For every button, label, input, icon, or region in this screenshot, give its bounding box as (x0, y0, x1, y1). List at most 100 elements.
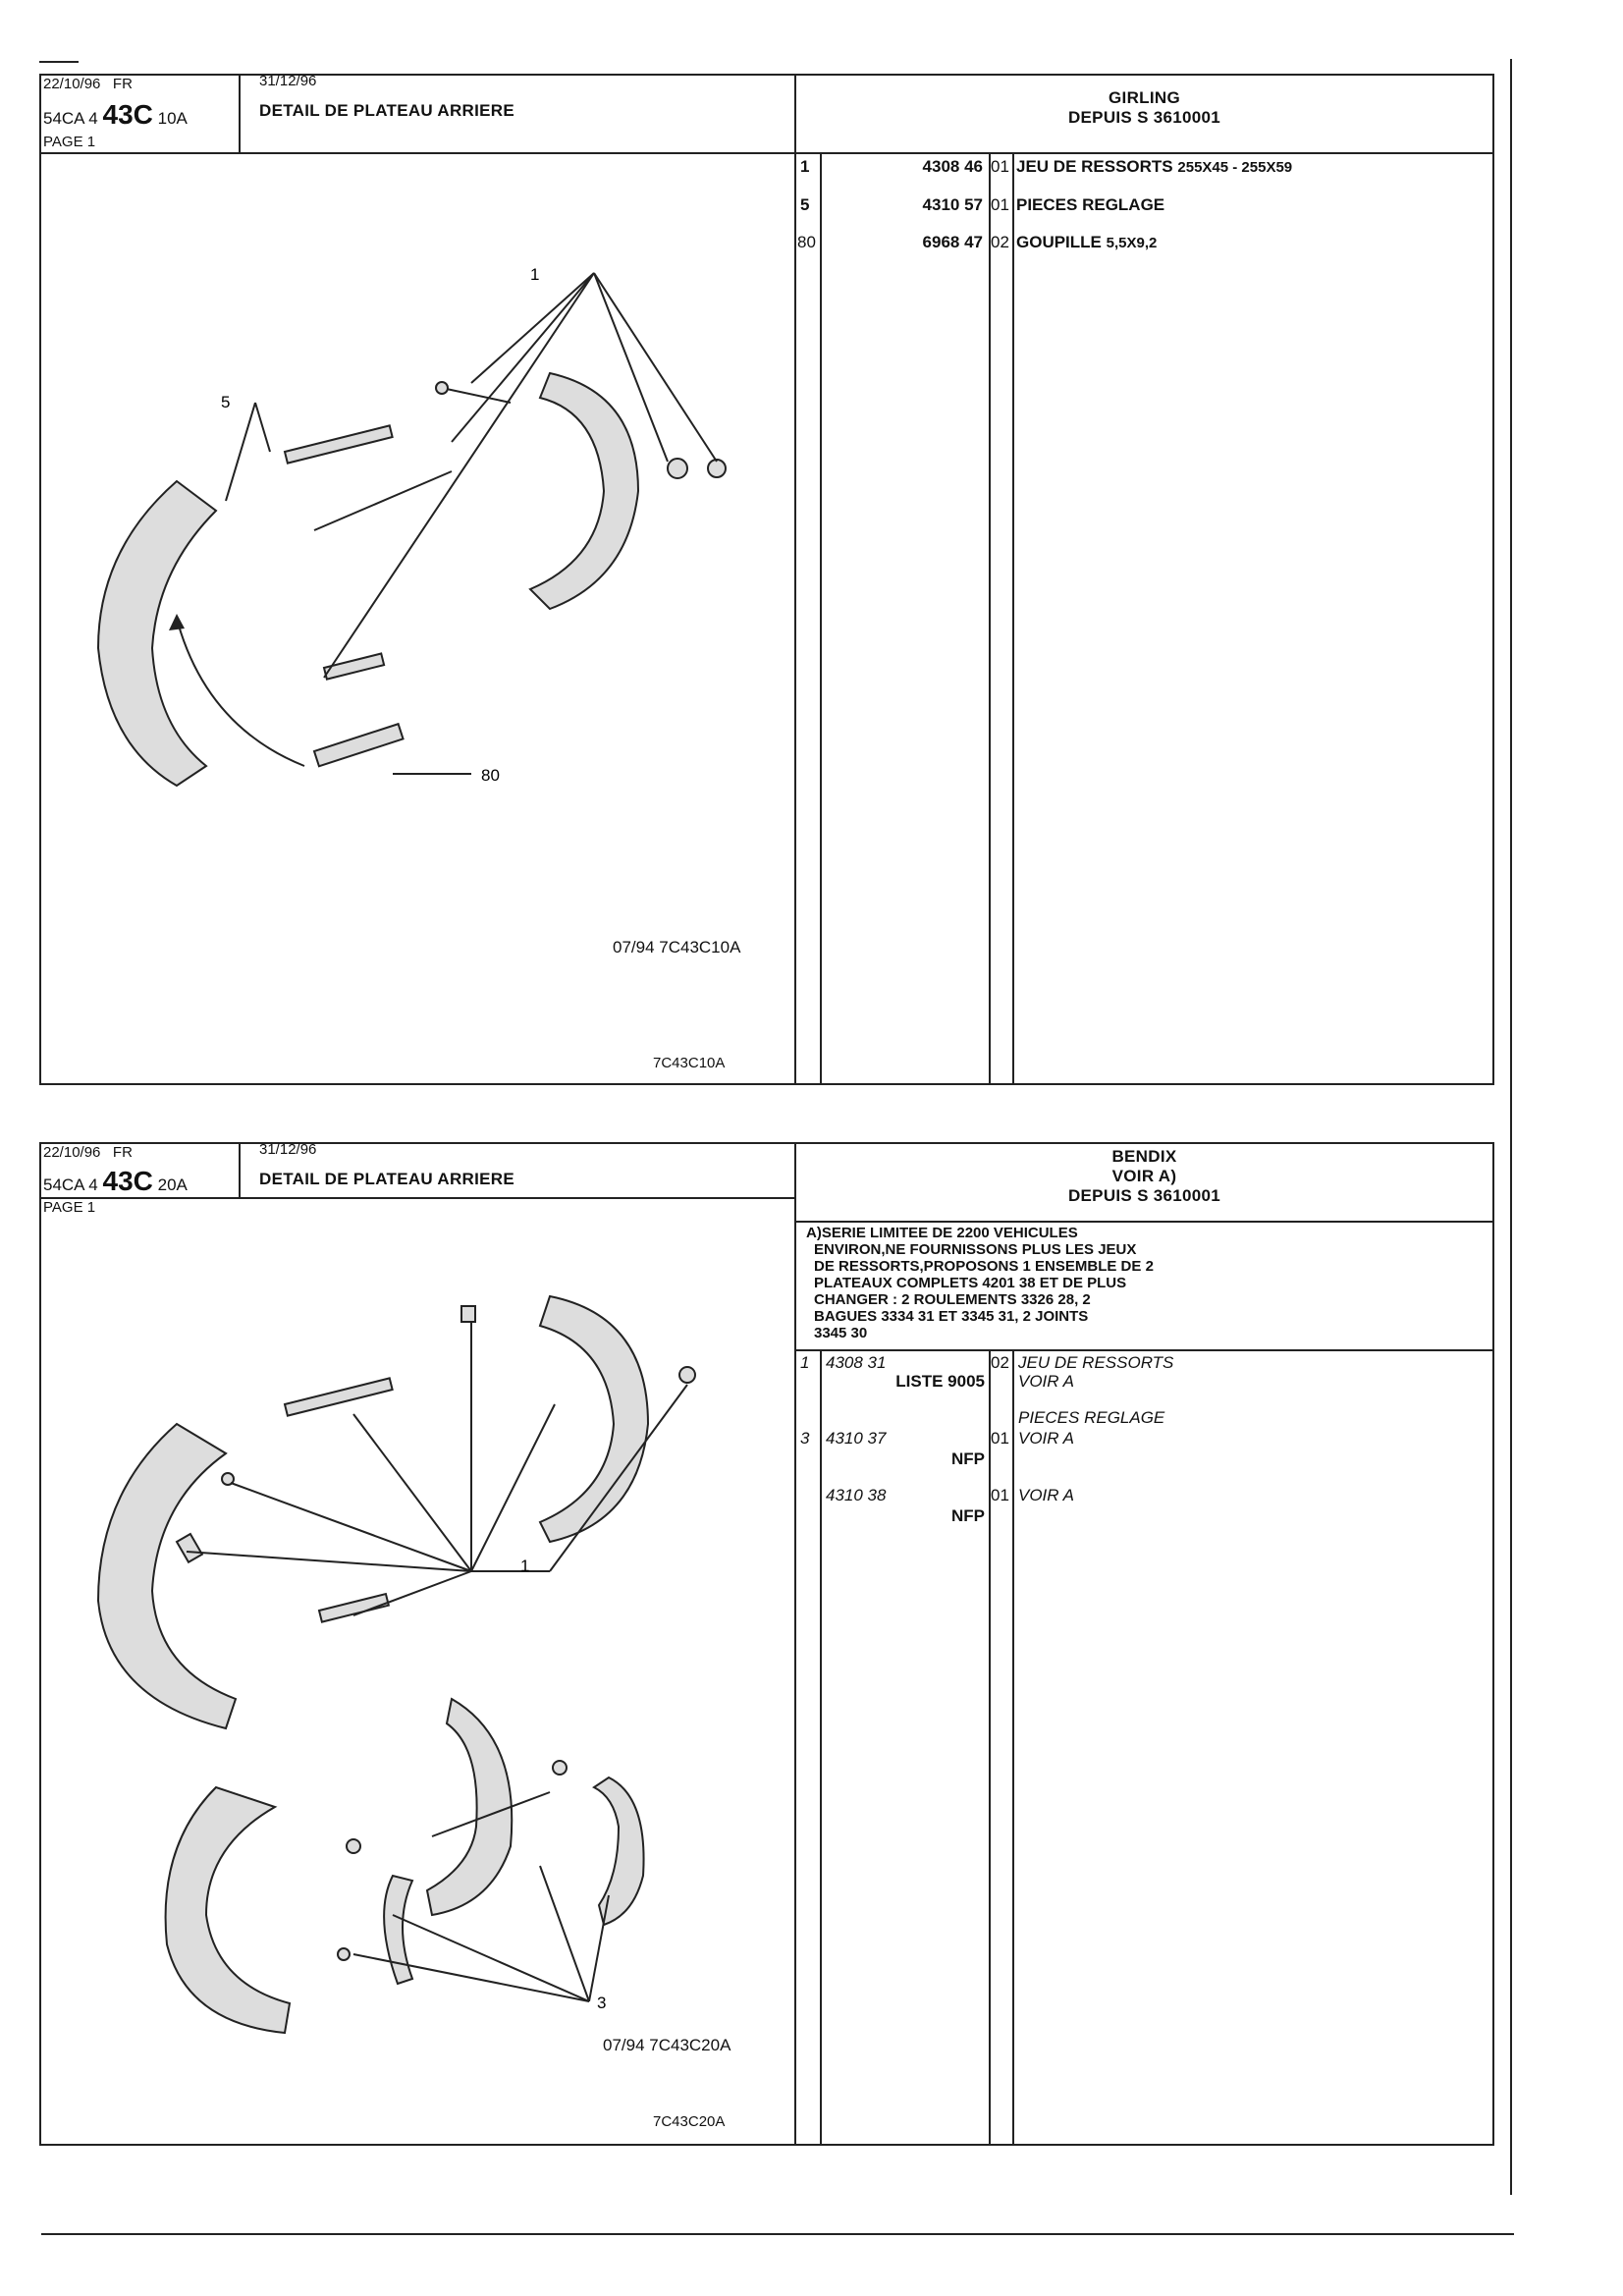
col-item-ref (820, 1349, 822, 2146)
part-ref: 4310 38 (826, 1486, 887, 1504)
lang: FR (112, 76, 133, 92)
header-divider (39, 152, 795, 154)
ref-prefix: 54CA 4 (43, 109, 98, 128)
quantity: 01 (991, 195, 1009, 214)
nfp-flag: NFP (951, 1506, 985, 1525)
item-number: 1 (800, 157, 810, 176)
brake-shoe-lower-left (164, 1785, 292, 2035)
header-date: 22/10/96 FR (43, 1144, 133, 1161)
panel-frame (39, 1142, 1494, 2146)
note-a: A)SERIE LIMITEE DE 2200 VEHICULES ENVIRO… (806, 1225, 1154, 1341)
brand-name: BENDIX (1111, 1147, 1177, 1166)
revision-date: 31/12/96 (259, 73, 317, 89)
quantity: 01 (991, 1486, 1009, 1504)
adjuster-lever (431, 1791, 551, 1837)
header-ref: 54CA 4 43C 20A (43, 1166, 188, 1197)
spring-lower (322, 652, 386, 681)
header-ref: 54CA 4 43C 10A (43, 99, 188, 131)
notes-divider (794, 1349, 1494, 1351)
leader-lines (225, 272, 718, 775)
ref-prefix: 54CA 4 (43, 1175, 98, 1194)
part-list-ref: LISTE 9005 (895, 1372, 985, 1391)
callout-1: 1 (530, 265, 539, 284)
ref-main: 43C (102, 99, 153, 130)
panel-frame (39, 74, 1494, 1085)
header-date: 22/10/96 FR (43, 76, 133, 92)
col-ref-qty (989, 1349, 991, 2146)
adjuster-rod (313, 470, 453, 531)
part-ref: 4308 46 (922, 157, 983, 176)
brake-shoe-right (528, 371, 640, 611)
quantity: 02 (991, 1353, 1009, 1372)
col-item-ref (820, 152, 822, 1085)
revision-date: 31/12/96 (259, 1141, 317, 1158)
panel-split (794, 74, 796, 1085)
description: JEU DE RESSORTS (1018, 1353, 1174, 1372)
page-number: PAGE 1 (43, 1199, 96, 1216)
quantity: 02 (991, 233, 1009, 251)
clip (460, 1305, 476, 1323)
leader-lines-lower (352, 1865, 610, 2002)
item-number: 1 (800, 1353, 810, 1372)
page-bottom-line (41, 2233, 1514, 2235)
goupille-pin (312, 722, 405, 768)
spring-cup (678, 1366, 696, 1384)
ref-suffix: 10A (157, 109, 188, 128)
date: 22/10/96 (43, 1144, 101, 1161)
panel-title: DETAIL DE PLATEAU ARRIERE (259, 1170, 514, 1188)
quantity: 01 (991, 157, 1009, 176)
serial-range: DEPUIS S 3610001 (1067, 108, 1221, 127)
page-number: PAGE 1 (43, 134, 96, 150)
part-ref: 4310 37 (826, 1429, 887, 1448)
brake-shoe-left (96, 1422, 238, 1730)
item-number: 80 (797, 233, 816, 251)
brand-header: GIRLING DEPUIS S 3610001 (794, 88, 1494, 128)
spring-lower (317, 1592, 391, 1623)
description-note: VOIR A (1018, 1372, 1074, 1391)
page-top-mark (39, 61, 79, 63)
leader-lines (186, 1321, 688, 1616)
ref-main: 43C (102, 1166, 153, 1196)
note-line: CHANGER : 2 ROULEMENTS 3326 28, 2 (814, 1291, 1091, 1308)
callout-3: 3 (597, 1994, 606, 2012)
header-divider-right (794, 152, 1494, 154)
spring-upper (283, 1377, 394, 1417)
spring-upper (283, 424, 394, 465)
drawing-id: 7C43C20A (653, 2113, 726, 2130)
exploded-drawing-brake-girling: 1 5 80 (96, 265, 727, 788)
col-qty-desc (1012, 1349, 1014, 2146)
drawing-id: 7C43C10A (653, 1055, 726, 1071)
description-note: VOIR A (1018, 1429, 1074, 1448)
col-qty-desc (1012, 152, 1014, 1085)
brake-shoe-right (538, 1294, 650, 1544)
header-split (239, 74, 241, 153)
description: JEU DE RESSORTS (1016, 157, 1173, 176)
callout-1: 1 (520, 1557, 529, 1575)
callout-5: 5 (221, 393, 230, 411)
lang: FR (112, 1144, 133, 1161)
note-line: DE RESSORTS,PROPOSONS 1 ENSEMBLE DE 2 (814, 1258, 1154, 1275)
brake-shoe-left (96, 479, 218, 788)
panel-split (794, 1142, 796, 2146)
page-right-border (1510, 59, 1512, 2195)
description-extra: 5,5X9,2 (1106, 235, 1158, 251)
spring-cup (667, 458, 688, 479)
description-note: VOIR A (1018, 1486, 1074, 1504)
pin (441, 387, 512, 404)
drawing-caption: 07/94 7C43C20A (603, 2036, 731, 2054)
note-line: 3345 30 (814, 1325, 868, 1341)
item-number: 3 (800, 1429, 810, 1448)
see-note: VOIR A) (1111, 1167, 1177, 1185)
ref-suffix: 20A (157, 1175, 188, 1194)
nfp-flag: NFP (951, 1449, 985, 1468)
quantity: 01 (991, 1429, 1009, 1448)
header-divider-right (794, 1221, 1494, 1223)
col-ref-qty (989, 152, 991, 1085)
arrow (176, 618, 305, 767)
header-split (239, 1142, 241, 1198)
part-ref: 4310 57 (922, 195, 983, 214)
brake-shoe-lower-mid (425, 1697, 514, 1917)
exploded-drawing-brake-bendix: 1 3 (96, 1294, 696, 2035)
brand-name: GIRLING (1109, 88, 1180, 107)
date: 22/10/96 (43, 76, 101, 92)
